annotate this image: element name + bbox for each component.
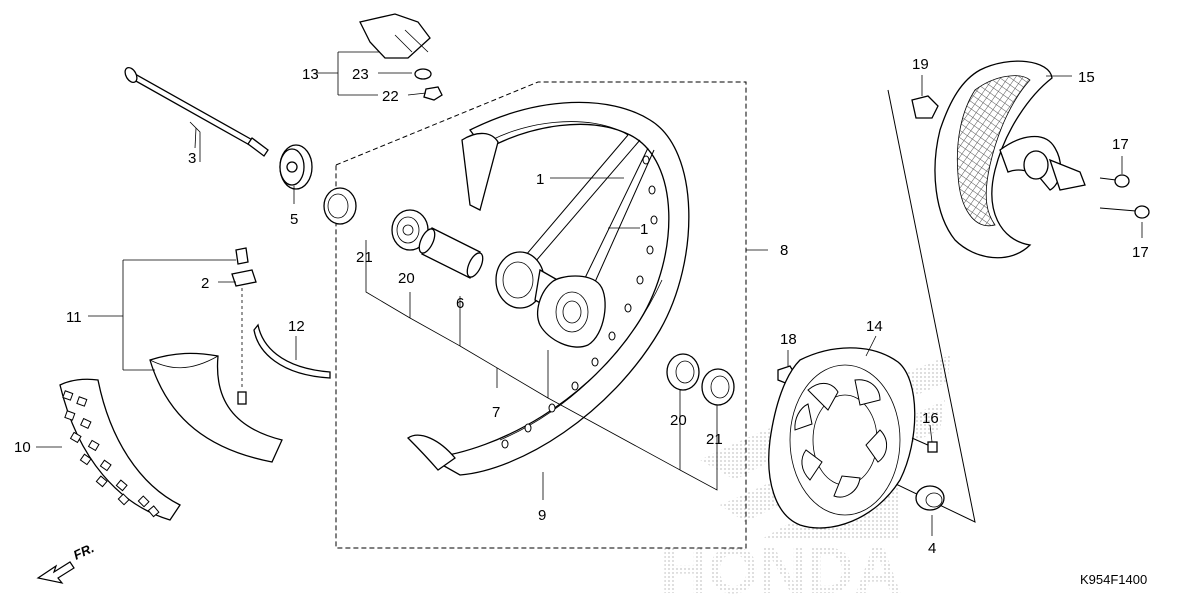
callout-7: 7 — [492, 404, 500, 421]
callout-1-upper: 1 — [536, 171, 544, 188]
nut-22-part — [423, 86, 443, 101]
callout-3: 3 — [188, 150, 196, 167]
clamp-part — [359, 13, 431, 59]
bolt-16-part — [911, 437, 938, 453]
callout-4: 4 — [928, 540, 936, 557]
callout-20-right: 20 — [670, 412, 687, 429]
callout-22: 22 — [382, 88, 399, 105]
callout-19: 19 — [912, 56, 929, 73]
callout-18: 18 — [780, 331, 797, 348]
distance-collar-part — [418, 227, 484, 279]
callouts: 1 1 2 3 4 5 6 7 8 9 10 11 12 13 14 15 16… — [14, 56, 1149, 557]
bearing-21-right-part — [701, 368, 735, 406]
callout-16: 16 — [922, 410, 939, 427]
diagram-code: K954F1400 — [1080, 572, 1147, 587]
tube-part — [149, 352, 283, 463]
callout-13: 13 — [302, 66, 319, 83]
callout-23: 23 — [352, 66, 369, 83]
bolt-17-lower-part — [1099, 205, 1150, 219]
spokes-part — [519, 134, 655, 283]
callout-1-lower: 1 — [640, 221, 648, 238]
axle-part — [124, 66, 269, 157]
callout-21-left: 21 — [356, 249, 373, 266]
callout-17-lower: 17 — [1132, 244, 1149, 261]
front-direction-label: FR. — [71, 540, 96, 562]
callout-14: 14 — [866, 318, 883, 335]
callout-21-right: 21 — [706, 431, 723, 448]
leader-lines — [36, 51, 1143, 536]
bearing-21-left-part — [323, 187, 357, 225]
side-collar-part — [279, 144, 313, 190]
hub-part — [495, 251, 606, 348]
callout-9: 9 — [538, 507, 546, 524]
wheel-assembly-frame — [335, 81, 747, 549]
callout-11: 11 — [66, 309, 82, 326]
valve-part — [231, 247, 257, 405]
collar-19-part — [911, 95, 939, 119]
callout-12: 12 — [288, 318, 305, 335]
callout-15: 15 — [1078, 69, 1095, 86]
tire-part — [59, 378, 181, 521]
front-direction-indicator: FR. — [36, 540, 96, 584]
bolt-17-upper-part — [1099, 174, 1130, 188]
rim-band-part — [253, 323, 331, 379]
collar-4-part — [915, 485, 945, 511]
brake-disc-part — [768, 347, 916, 529]
callout-5: 5 — [290, 211, 298, 228]
callout-17-upper: 17 — [1112, 136, 1129, 153]
callout-6: 6 — [456, 295, 464, 312]
callout-8: 8 — [780, 242, 788, 259]
callout-10: 10 — [14, 439, 31, 456]
callout-2: 2 — [201, 275, 209, 292]
nut-23-part — [414, 68, 432, 80]
wheel-rim-part — [406, 101, 690, 476]
disc-cover-part — [934, 60, 1086, 259]
callout-20-left: 20 — [398, 270, 415, 287]
bearing-20-right-part — [666, 353, 700, 391]
watermark-text: HONDA — [660, 533, 902, 600]
